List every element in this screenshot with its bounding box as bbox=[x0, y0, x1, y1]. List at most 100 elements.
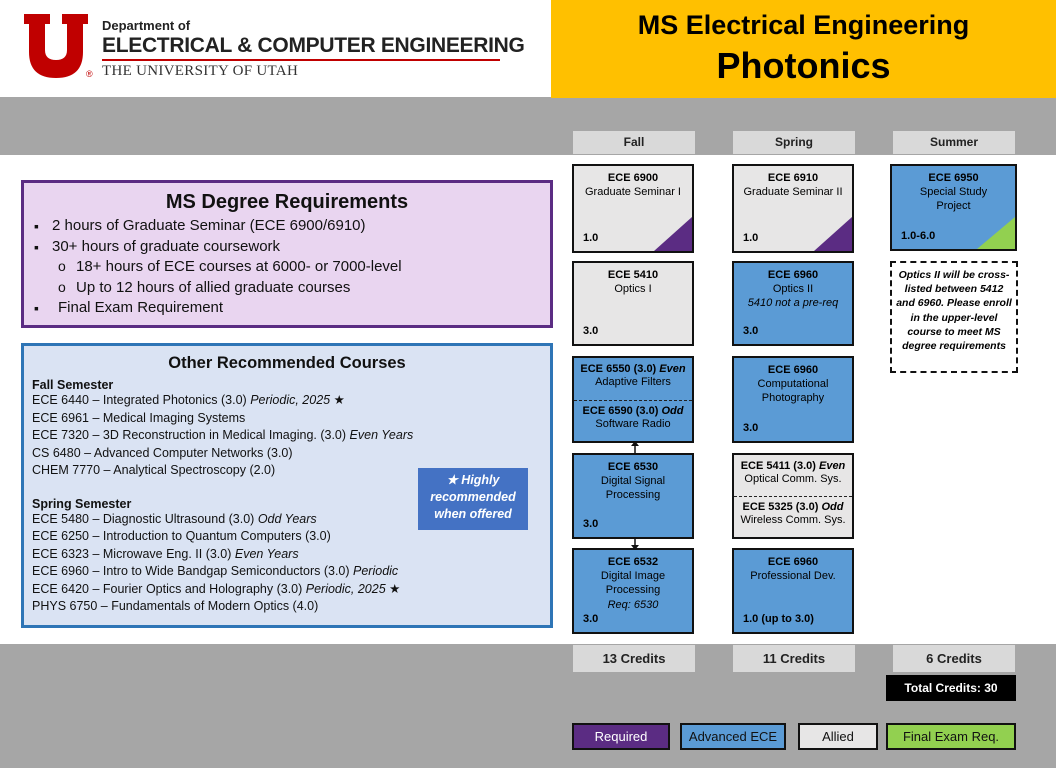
course-option-a: ECE 5411 (3.0) Even Optical Comm. Sys. bbox=[734, 455, 852, 497]
course-code: ECE 6960 bbox=[767, 269, 819, 281]
course-name: Digital Image Processing bbox=[600, 570, 666, 597]
course-text: CS 6480 – Advanced Computer Networks (3.… bbox=[32, 445, 293, 460]
course-note: Even Years bbox=[349, 428, 414, 442]
course-text: ECE 6440 – Integrated Photonics (3.0) bbox=[32, 393, 251, 407]
course-credit: 3.0 bbox=[583, 518, 599, 530]
course-tag: Odd bbox=[821, 501, 844, 513]
course-credit: 1.0 bbox=[743, 232, 759, 244]
required-marker bbox=[654, 217, 692, 251]
course-tag: Even bbox=[659, 363, 686, 375]
course-code: ECE 6530 bbox=[607, 461, 659, 473]
course-text: PHYS 6750 – Fundamentals of Modern Optic… bbox=[32, 599, 319, 613]
course-box-split: ECE 5411 (3.0) Even Optical Comm. Sys. E… bbox=[732, 453, 854, 539]
course-name: Wireless Comm. Sys. bbox=[740, 514, 846, 526]
degree-requirements-box: MS Degree Requirements 2 hours of Gradua… bbox=[21, 180, 553, 328]
registered-mark: ® bbox=[86, 69, 93, 79]
course-text: ECE 6960 – Intro to Wide Bandgap Semicon… bbox=[32, 564, 354, 578]
course-code: ECE 5410 bbox=[607, 269, 659, 281]
summer-credits: 6 Credits bbox=[893, 645, 1015, 672]
course-text: ECE 7320 – 3D Reconstruction in Medical … bbox=[32, 428, 350, 442]
highly-recommended-badge: ★ Highly recommended when offered bbox=[418, 468, 528, 530]
legend-final-exam: Final Exam Req. bbox=[886, 723, 1016, 750]
recommended-course: ECE 6440 – Integrated Photonics (3.0) Pe… bbox=[32, 392, 550, 410]
recommended-course: ECE 6960 – Intro to Wide Bandgap Semicon… bbox=[32, 563, 550, 581]
course-note: Periodic, 2025 bbox=[305, 581, 386, 596]
course-credit: 1.0 bbox=[583, 232, 599, 244]
semester-header-spring: Spring bbox=[733, 131, 855, 154]
course-code: ECE 5411 (3.0) bbox=[740, 460, 816, 472]
legend-allied: Allied bbox=[798, 723, 878, 750]
course-name: Special Study Project bbox=[919, 186, 988, 213]
course-text: ECE 5480 – Diagnostic Ultrasound (3.0) bbox=[32, 511, 258, 526]
recommended-course: ECE 6420 – Fourier Optics and Holography… bbox=[32, 581, 550, 599]
recommended-course: PHYS 6750 – Fundamentals of Modern Optic… bbox=[32, 598, 550, 616]
course-name: Optics II bbox=[772, 283, 814, 295]
course-tag: Odd bbox=[661, 404, 684, 417]
logo-rule bbox=[102, 59, 500, 61]
course-credit: 3.0 bbox=[743, 422, 759, 434]
required-marker bbox=[814, 217, 852, 251]
course-credit: 1.0 (up to 3.0) bbox=[743, 613, 814, 625]
course-box: ECE 6910 Graduate Seminar II 1.0 bbox=[732, 164, 854, 253]
header-band bbox=[0, 97, 1056, 155]
fall-recommended-list: ECE 6440 – Integrated Photonics (3.0) Pe… bbox=[32, 392, 550, 480]
block-u-icon bbox=[24, 14, 88, 78]
course-code: ECE 5325 (3.0) bbox=[742, 501, 819, 513]
course-name: Graduate Seminar I bbox=[585, 186, 681, 198]
course-note: 5410 not a pre-req bbox=[747, 297, 839, 310]
semester-header-fall: Fall bbox=[573, 131, 695, 154]
requirements-list: 2 hours of Graduate Seminar (ECE 6900/69… bbox=[24, 216, 550, 319]
cross-list-note: Optics II will be cross-listed between 5… bbox=[890, 261, 1018, 373]
spring-recommended-list: ECE 5480 – Diagnostic Ultrasound (3.0) O… bbox=[32, 511, 550, 616]
recommended-courses-box: Other Recommended Courses Fall Semester … bbox=[21, 343, 553, 628]
course-option-b: ECE 6590 (3.0) Odd Software Radio bbox=[574, 400, 692, 442]
course-code: ECE 6900 bbox=[607, 172, 659, 184]
course-code: ECE 6550 (3.0) bbox=[580, 363, 657, 375]
course-name: Adaptive Filters bbox=[595, 376, 671, 388]
course-note: Req: 6530 bbox=[607, 598, 659, 611]
legend-advanced-ece: Advanced ECE bbox=[680, 723, 786, 750]
requirement-subitem: Up to 12 hours of allied graduate course… bbox=[24, 277, 550, 299]
course-option-a: ECE 6550 (3.0) Even Adaptive Filters bbox=[574, 358, 692, 401]
course-box: ECE 5410 Optics I 3.0 bbox=[572, 261, 694, 346]
course-text: ECE 6961 – Medical Imaging Systems bbox=[32, 410, 246, 425]
recommended-course: ECE 6323 – Microwave Eng. II (3.0) Even … bbox=[32, 546, 550, 564]
course-credit: 3.0 bbox=[583, 613, 599, 625]
course-note: Odd Years bbox=[257, 511, 317, 526]
course-credit: 1.0-6.0 bbox=[901, 230, 936, 242]
course-text: ECE 6250 – Introduction to Quantum Compu… bbox=[32, 529, 331, 543]
title-degree: MS Electrical Engineering bbox=[637, 10, 970, 40]
course-box: ECE 6960 Optics II 5410 not a pre-req 3.… bbox=[732, 261, 854, 346]
course-name: Graduate Seminar II bbox=[743, 186, 843, 198]
requirements-title: MS Degree Requirements bbox=[165, 191, 409, 213]
recommended-course: ECE 6250 – Introduction to Quantum Compu… bbox=[32, 528, 550, 546]
course-name: Professional Dev. bbox=[750, 570, 836, 582]
course-name: Optical Comm. Sys. bbox=[744, 473, 842, 485]
course-text: CHEM 7770 – Analytical Spectroscopy (2.0… bbox=[32, 463, 276, 477]
recommended-course: ECE 6961 – Medical Imaging Systems bbox=[32, 410, 550, 428]
fall-credits: 13 Credits bbox=[573, 645, 695, 672]
logo-university: THE UNIVERSITY OF UTAH bbox=[102, 63, 299, 79]
course-box: ECE 6900 Graduate Seminar I 1.0 bbox=[572, 164, 694, 253]
university-logo: ® Department of ELECTRICAL & COMPUTER EN… bbox=[24, 14, 525, 82]
requirement-item: 30+ hours of graduate coursework bbox=[24, 237, 550, 258]
legend-required: Required bbox=[572, 723, 670, 750]
course-tag: Even bbox=[818, 460, 846, 472]
logo-dept-of: Department of bbox=[102, 18, 191, 33]
course-credit: 3.0 bbox=[583, 325, 599, 337]
recommended-course: ECE 5480 – Diagnostic Ultrasound (3.0) O… bbox=[32, 511, 550, 529]
fall-semester-label: Fall Semester bbox=[32, 378, 114, 392]
final-exam-marker bbox=[977, 217, 1015, 249]
course-note: Periodic, 2025 bbox=[250, 393, 331, 407]
course-credit: 3.0 bbox=[743, 325, 759, 337]
course-code: ECE 6590 (3.0) bbox=[582, 404, 659, 417]
course-code: ECE 6960 bbox=[767, 364, 819, 376]
course-code: ECE 6532 bbox=[607, 556, 659, 568]
course-box: ECE 6532 Digital Image Processing Req: 6… bbox=[572, 548, 694, 634]
star-icon: ★ bbox=[385, 581, 401, 596]
course-code: ECE 6910 bbox=[767, 172, 819, 184]
course-option-b: ECE 5325 (3.0) Odd Wireless Comm. Sys. bbox=[734, 496, 852, 537]
program-title: MS Electrical Engineering Photonics bbox=[551, 0, 1056, 98]
prereq-arrow-icon bbox=[631, 441, 639, 454]
course-name: Digital Signal Processing bbox=[600, 475, 666, 502]
